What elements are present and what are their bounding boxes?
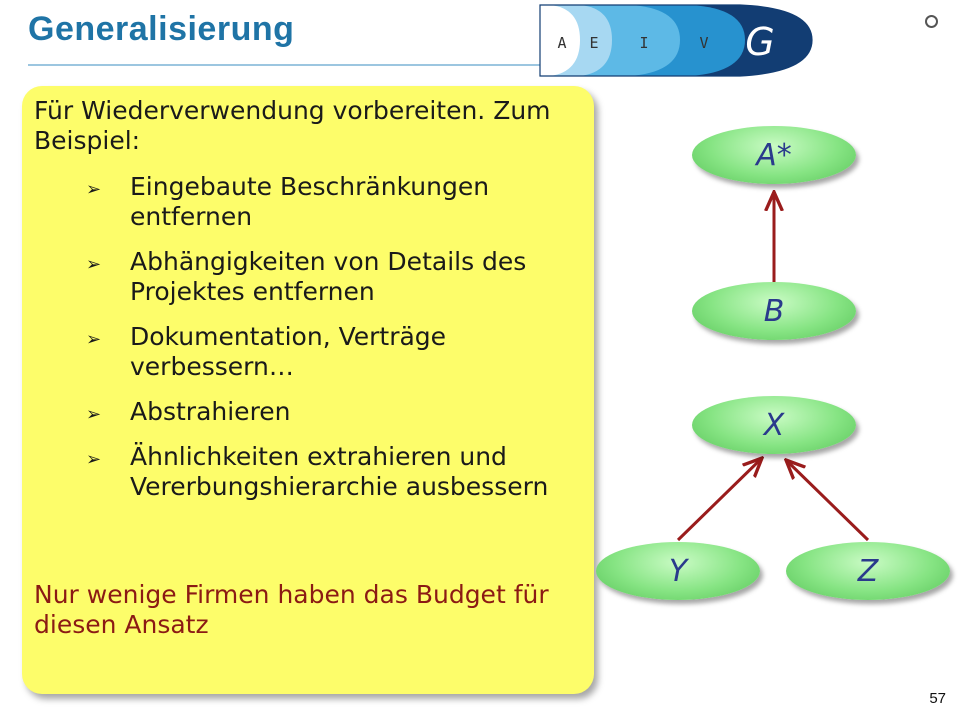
logo-letter-v: V [699,34,708,52]
class-node-x: X [692,396,856,454]
aeivg-logo: A E I V G [539,4,813,77]
node-label: X [763,407,785,443]
list-item: ➢ Dokumentation, Verträge verbessern… [22,322,594,382]
title-underline [28,64,780,66]
arrow-bullet-icon: ➢ [86,404,102,425]
arrow-bullet-icon: ➢ [86,254,102,275]
class-node-y: Y [596,542,760,600]
logo-segment-a [540,5,580,76]
arrow-bullet-icon: ➢ [86,329,102,350]
logo-letter-a: A [557,34,566,52]
callout-note: Nur wenige Firmen haben das Budget für d… [34,580,549,639]
list-item: ➢ Ähnlichkeiten extrahieren und Vererbung… [22,442,594,502]
arrow-bullet-icon: ➢ [86,179,102,200]
bullet-list: ➢ Eingebaute Beschränkungen entfernen ➢ Ab… [22,172,594,517]
edge-y-to-x [676,458,762,542]
page-title: Generalisierung [28,10,295,48]
list-item: ➢ Eingebaute Beschränkungen entfernen [22,172,594,232]
callout-intro: Für Wiederverwendung vorbereiten. Zum Be… [34,96,551,155]
node-label: A* [756,137,792,173]
list-item-text: Eingebaute Beschränkungen entfernen [130,172,490,231]
logo-letter-e: E [589,34,598,52]
logo-letter-i: I [639,34,648,52]
edge-z-to-x [786,460,870,542]
callout-box: Für Wiederverwendung vorbereiten. Zum Be… [22,86,594,694]
list-item-text: Abstrahieren [130,397,291,426]
class-node-z: Z [786,542,950,600]
arrow-bullet-icon: ➢ [86,449,102,470]
node-label: B [763,293,785,329]
node-label: Z [857,553,879,589]
class-node-a: A* [692,126,856,184]
page-number: 57 [929,690,946,707]
list-item: ➢ Abhängigkeiten von Details des Projekte… [22,247,594,307]
circle-logo-icon [925,15,938,28]
logo-outline [539,4,813,77]
list-item: ➢ Abstrahieren [22,397,594,427]
list-item-text: Abhängigkeiten von Details des Projektes… [130,247,527,306]
list-item-text: Dokumentation, Verträge verbessern… [130,322,447,381]
list-item-text: Ähnlichkeiten extrahieren und Vererbungs… [130,442,549,501]
class-node-b: B [692,282,856,340]
logo-letter-g: G [745,20,774,64]
node-label: Y [668,553,688,589]
